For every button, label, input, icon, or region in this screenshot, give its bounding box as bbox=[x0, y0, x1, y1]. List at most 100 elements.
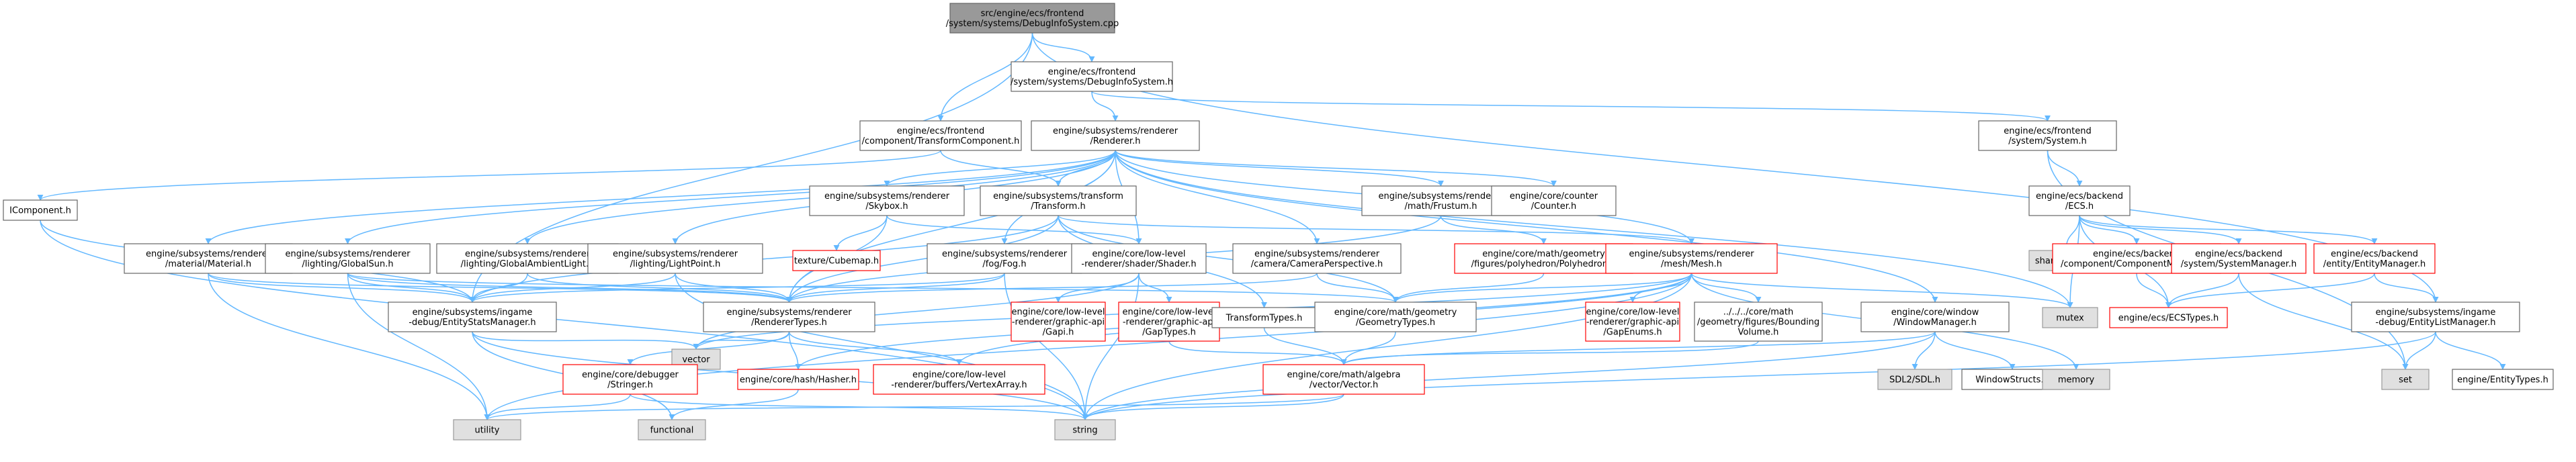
node-label-line: set bbox=[2399, 375, 2412, 385]
node-box bbox=[2313, 243, 2436, 274]
node-label-line: /system/systems/DebugInfoSystem.cpp bbox=[946, 19, 1119, 29]
node-sysmgr[interactable]: engine/ecs/backend/system/SystemManager.… bbox=[2171, 243, 2307, 274]
node-fog[interactable]: engine/subsystems/renderer/fog/Fog.h bbox=[927, 243, 1082, 274]
node-box bbox=[1118, 302, 1220, 342]
node-xform[interactable]: engine/subsystems/transform/Transform.h bbox=[980, 185, 1137, 216]
node-box bbox=[265, 243, 431, 274]
node-box bbox=[1211, 307, 1317, 328]
edge-skybox-to-cubemap bbox=[833, 215, 888, 251]
node-root[interactable]: src/engine/ecs/frontend/system/systems/D… bbox=[946, 3, 1119, 34]
node-rend[interactable]: engine/subsystems/renderer/Renderer.h bbox=[1031, 120, 1200, 151]
node-icomp[interactable]: IComponent.h bbox=[3, 199, 78, 221]
edge-frustum-to-polyhedron bbox=[1440, 215, 1547, 244]
node-label-line: /figures/polyhedron/Polyhedron.h bbox=[1471, 259, 1617, 269]
node-label-line: engine/ecs/ECSTypes.h bbox=[2118, 314, 2219, 324]
node-vao[interactable]: engine/core/low-level-renderer/buffers/V… bbox=[873, 364, 1045, 395]
edge-gaptypes-to-vecvec bbox=[1168, 340, 1347, 365]
node-box bbox=[2171, 243, 2307, 274]
node-ecs[interactable]: engine/ecs/backend/ECS.h bbox=[2028, 185, 2131, 216]
node-ecstypes[interactable]: engine/ecs/ECSTypes.h bbox=[2109, 307, 2228, 328]
node-geotypes[interactable]: engine/core/math/geometry/GeometryTypes.… bbox=[1314, 302, 1477, 332]
node-gapi[interactable]: engine/core/low-level-renderer/graphic-a… bbox=[1011, 302, 1106, 342]
node-label-line: engine/core/math/algebra bbox=[1287, 370, 1401, 380]
edge-xform-to-mesh bbox=[1058, 215, 1694, 244]
node-counter[interactable]: engine/core/counter/Counter.h bbox=[1491, 185, 1617, 216]
node-string[interactable]: string bbox=[1054, 419, 1116, 441]
node-winmgr[interactable]: engine/core/window/WindowManager.h bbox=[1860, 302, 2010, 332]
node-vector[interactable]: vector bbox=[671, 349, 721, 370]
node-label-line: engine/ecs/frontend bbox=[2004, 126, 2091, 136]
node-mutex[interactable]: mutex bbox=[2042, 307, 2098, 328]
node-camera[interactable]: engine/subsystems/renderer/camera/Camera… bbox=[1232, 243, 1402, 274]
node-entmgr[interactable]: engine/ecs/backend/entity/EntityManager.… bbox=[2313, 243, 2436, 274]
node-label-line: /entity/EntityManager.h bbox=[2323, 259, 2426, 269]
node-skybox[interactable]: engine/subsystems/renderer/Skybox.h bbox=[809, 185, 965, 216]
edge-rend-to-xform bbox=[1055, 150, 1116, 187]
node-mesh[interactable]: engine/subsystems/renderer/mesh/Mesh.h bbox=[1605, 243, 1778, 274]
edge-bvol-to-vecvec bbox=[1340, 340, 1759, 365]
node-box bbox=[453, 419, 521, 441]
node-utility[interactable]: utility bbox=[453, 419, 521, 441]
node-etypes[interactable]: engine/EntityTypes.h bbox=[2452, 369, 2554, 390]
node-estats[interactable]: engine/subsystems/ingame-debug/EntitySta… bbox=[388, 302, 557, 332]
node-label-line: /Stringer.h bbox=[607, 380, 653, 390]
node-memory[interactable]: memory bbox=[2042, 369, 2110, 390]
node-label-line: /GeometryTypes.h bbox=[1356, 318, 1435, 328]
node-label-line: /GapTypes.h bbox=[1142, 328, 1196, 338]
node-label-line: -renderer/buffers/VertexArray.h bbox=[891, 380, 1027, 390]
edge-elist-to-string bbox=[1082, 331, 2436, 420]
node-dbg[interactable]: engine/ecs/frontend/system/systems/Debug… bbox=[1011, 61, 1173, 92]
edge-lpoint-to-estats bbox=[469, 273, 676, 303]
edge-fog-to-rtypes bbox=[786, 273, 1005, 303]
node-box bbox=[2452, 369, 2554, 390]
node-shader[interactable]: engine/core/low-level-renderer/shader/Sh… bbox=[1071, 243, 1207, 274]
node-label-line: /lighting/LightPoint.h bbox=[630, 259, 721, 269]
edge-rend-to-material bbox=[205, 150, 1116, 244]
node-box bbox=[792, 250, 881, 271]
node-box bbox=[859, 120, 1022, 151]
node-label-line: /Renderer.h bbox=[1090, 136, 1141, 146]
edge-entmgr-to-elist bbox=[2374, 273, 2439, 303]
node-lpoint[interactable]: engine/subsystems/renderer/lighting/Ligh… bbox=[587, 243, 763, 274]
node-label-line: /RendererTypes.h bbox=[751, 318, 827, 328]
node-label-line: engine/subsystems/renderer bbox=[1053, 126, 1178, 136]
node-xtypes[interactable]: TransformTypes.h bbox=[1211, 307, 1317, 328]
edge-geotypes-to-vecvec bbox=[1340, 331, 1396, 365]
edge-winmgr-to-vecvec bbox=[1340, 331, 1936, 365]
edge-rtypes-to-hasher bbox=[788, 331, 802, 370]
node-tc[interactable]: engine/ecs/frontend/component/TransformC… bbox=[859, 120, 1022, 151]
node-gapenums[interactable]: engine/core/low-level-renderer/graphic-a… bbox=[1585, 302, 1680, 342]
edge-winmgr-to-wstructs bbox=[1934, 331, 2016, 370]
node-hasher[interactable]: engine/core/hash/Hasher.h bbox=[737, 369, 859, 390]
node-material[interactable]: engine/subsystems/renderer/material/Mate… bbox=[124, 243, 293, 274]
node-label-line: engine/core/math/geometry bbox=[1334, 308, 1457, 318]
node-gaptypes[interactable]: engine/core/low-level-renderer/graphic-a… bbox=[1118, 302, 1220, 342]
node-label-line: engine/core/hash/Hasher.h bbox=[740, 375, 857, 385]
node-sdl[interactable]: SDL2/SDL.h bbox=[1877, 369, 1952, 390]
node-polyhedron[interactable]: engine/core/math/geometry/figures/polyhe… bbox=[1454, 243, 1633, 274]
node-bvol[interactable]: ../../../core/math/geometry/figures/Boun… bbox=[1694, 302, 1823, 342]
node-label-line: engine/core/debugger bbox=[582, 370, 679, 380]
node-label-line: engine/core/math/geometry bbox=[1482, 249, 1605, 259]
node-label-line: /component/TransformComponent.h bbox=[862, 136, 1020, 146]
node-sys[interactable]: engine/ecs/frontend/system/System.h bbox=[1978, 120, 2117, 151]
node-stringer[interactable]: engine/core/debugger/Stringer.h bbox=[562, 364, 698, 395]
node-cubemap[interactable]: texture/Cubemap.h bbox=[792, 250, 881, 271]
node-rtypes[interactable]: engine/subsystems/renderer/RendererTypes… bbox=[703, 302, 875, 332]
node-elist[interactable]: engine/subsystems/ingame-debug/EntityLis… bbox=[2351, 302, 2520, 332]
node-box bbox=[737, 369, 859, 390]
node-label-line: engine/ecs/frontend bbox=[897, 126, 984, 136]
node-gsun[interactable]: engine/subsystems/renderer/lighting/Glob… bbox=[265, 243, 431, 274]
node-set[interactable]: set bbox=[2381, 369, 2430, 390]
edge-gsun-to-utility bbox=[347, 273, 490, 420]
node-vecvec[interactable]: engine/core/math/algebra/vector/Vector.h bbox=[1262, 364, 1425, 395]
edge-material-to-estats bbox=[208, 273, 476, 303]
edge-ecs-to-compmgr bbox=[2079, 215, 2140, 244]
node-functional[interactable]: functional bbox=[638, 419, 706, 441]
node-label-line: engine/subsystems/renderer bbox=[285, 249, 411, 259]
node-box bbox=[1454, 243, 1633, 274]
edge-xform-to-estats bbox=[469, 215, 1059, 303]
node-label-line: texture/Cubemap.h bbox=[794, 257, 879, 267]
edge-stringer-to-utility bbox=[484, 394, 631, 420]
node-box bbox=[949, 3, 1115, 34]
